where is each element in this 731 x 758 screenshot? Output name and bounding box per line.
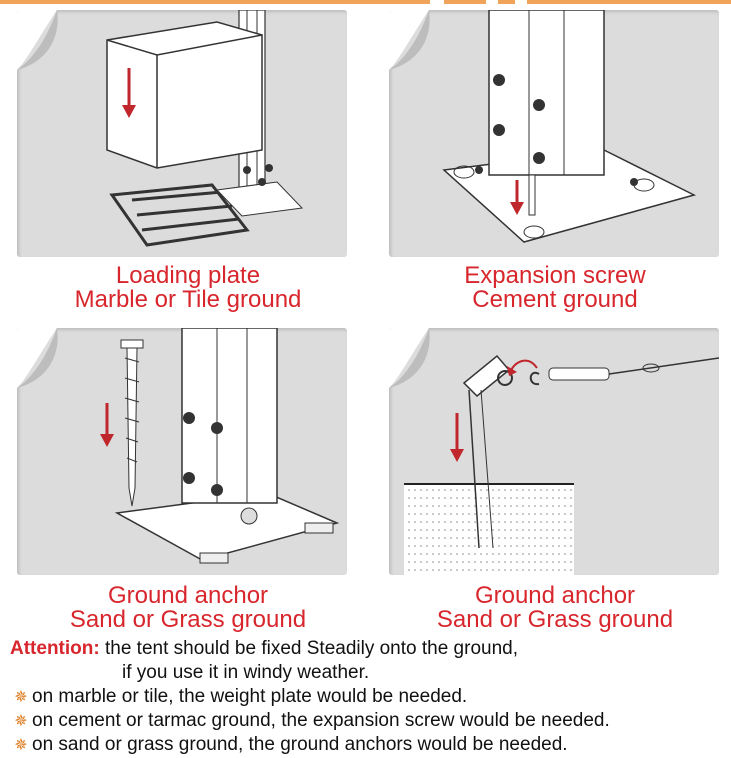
caption-subtitle: Marble or Tile ground [74, 286, 302, 313]
expansion-screw-illustration [389, 10, 697, 243]
panel-ground-anchor-pole [17, 328, 347, 575]
panel-expansion-screw [389, 10, 719, 257]
caption-expansion-screw: Expansion screw Cement ground [375, 264, 731, 312]
bullet-item: ✵on cement or tarmac ground, the expansi… [10, 710, 610, 732]
bullet-text: on sand or grass ground, the ground anch… [32, 734, 568, 755]
star-bullet-icon: ✵ [14, 737, 28, 754]
caption-ground-anchor-pole: Ground anchor Sand or Grass ground [8, 584, 368, 632]
caption-title: Expansion screw [464, 262, 646, 289]
caption-subtitle: Sand or Grass ground [69, 606, 307, 633]
star-bullet-icon: ✵ [14, 713, 28, 730]
ground-anchor-rope-illustration [389, 328, 719, 575]
attention-line-1: Attention: the tent should be fixed Stea… [10, 638, 518, 660]
ground-anchor-pole-illustration [17, 328, 340, 564]
caption-loading-plate: Loading plate Marble or Tile ground [8, 264, 368, 312]
attention-text-1: the tent should be fixed Steadily onto t… [99, 638, 518, 659]
attention-line-2: if you use it in windy weather. [122, 662, 369, 684]
panel-loading-plate [17, 10, 347, 257]
top-decorative-bar [0, 0, 731, 4]
caption-subtitle: Sand or Grass ground [436, 606, 674, 633]
caption-subtitle: Cement ground [472, 286, 638, 313]
bullet-text: on cement or tarmac ground, the expansio… [32, 710, 610, 731]
caption-title: Ground anchor [107, 582, 269, 609]
attention-text-2: if you use it in windy weather. [122, 662, 370, 683]
panel-ground-anchor-rope [389, 328, 719, 575]
bullet-text: on marble or tile, the weight plate woul… [32, 686, 468, 707]
bullet-item: ✵on marble or tile, the weight plate wou… [10, 686, 467, 708]
caption-ground-anchor-rope: Ground anchor Sand or Grass ground [375, 584, 731, 632]
bullet-item: ✵on sand or grass ground, the ground anc… [10, 734, 568, 756]
attention-label: Attention: [10, 638, 100, 659]
caption-title: Loading plate [115, 262, 261, 289]
caption-title: Ground anchor [474, 582, 636, 609]
loading-plate-illustration [17, 10, 304, 247]
star-bullet-icon: ✵ [14, 689, 28, 706]
